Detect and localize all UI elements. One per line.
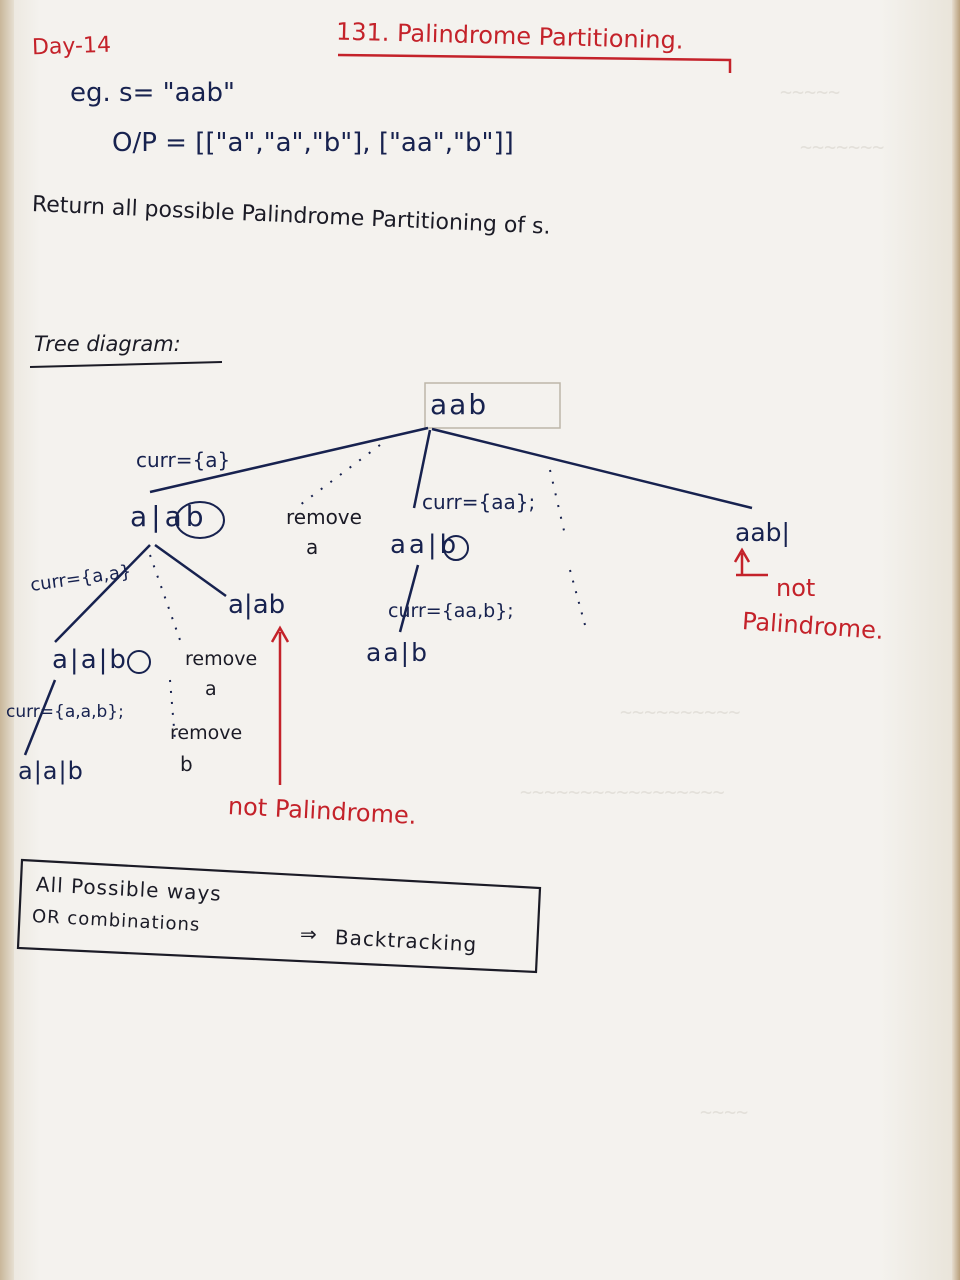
right-not-label: not [776,574,816,602]
backtrack-dots-root [299,444,381,506]
backtrack-dots-mid [549,469,566,536]
heading-underline [29,361,223,368]
left-remove-label: remove [286,505,362,529]
mid-child-node: aa|b [366,638,429,667]
left-remove-char: a [306,535,319,559]
branch-left-right [154,543,227,598]
red-arrow-not-palindrome-right [733,547,768,577]
summary-arrow: ⇒ [300,922,317,946]
ghost-impression: ~~~~~ [780,80,841,104]
lll-remove-char: b [180,752,193,776]
summary-box [16,858,542,974]
circle-ab [175,501,225,539]
page-edge [952,0,960,1280]
ll-remove-char: a [205,678,217,700]
branch-root-left [149,426,429,494]
notebook-spine [0,0,14,1280]
backtrack-dots-mid-child [569,569,586,626]
red-arrow-not-palindrome-left [270,625,290,785]
day-label: Day-14 [31,32,112,61]
left-curr-label: curr={a} [136,448,231,472]
ghost-impression: ~~~~~~~ [800,135,885,159]
tree-root: aab [430,388,489,421]
branch-left-left [54,544,151,643]
mid-curr-label: curr={aa}; [422,490,536,514]
example-output: O/P = [["a","a","b"], ["aa","b"]] [112,128,514,158]
ll-remove-label: remove [185,648,258,670]
branch-mid-child [398,564,420,633]
branch-ll-child [23,679,57,756]
branch-root-right [431,427,753,510]
branch-root-mid [412,429,432,509]
left-node: a|ab [130,500,208,533]
lll-remove-label: remove [170,722,243,744]
example-input: eg. s= "aab" [70,78,235,108]
lr-node: a|ab [228,590,286,620]
circle-b-ll [127,650,151,674]
mid-node: aa|b [390,530,460,560]
title-underline [337,53,732,73]
ghost-impression: ~~~~~~~~~~ [620,700,741,724]
ghost-impression: ~~~~~~~~~~~~~~~~~ [520,780,725,804]
right-node: aab| [735,518,790,547]
circle-b-mid [443,535,469,561]
ghost-impression: ~~~~ [700,1100,749,1124]
lll-node: a|a|b [18,757,84,785]
backtrack-dots-left [149,554,181,641]
tree-heading: Tree diagram: [34,332,181,356]
mid-child-curr-label: curr={aa,b}; [388,600,514,622]
lll-curr-label: curr={a,a,b}; [6,702,124,722]
root-box [424,382,561,429]
ll-node: a|a|b [52,645,128,675]
